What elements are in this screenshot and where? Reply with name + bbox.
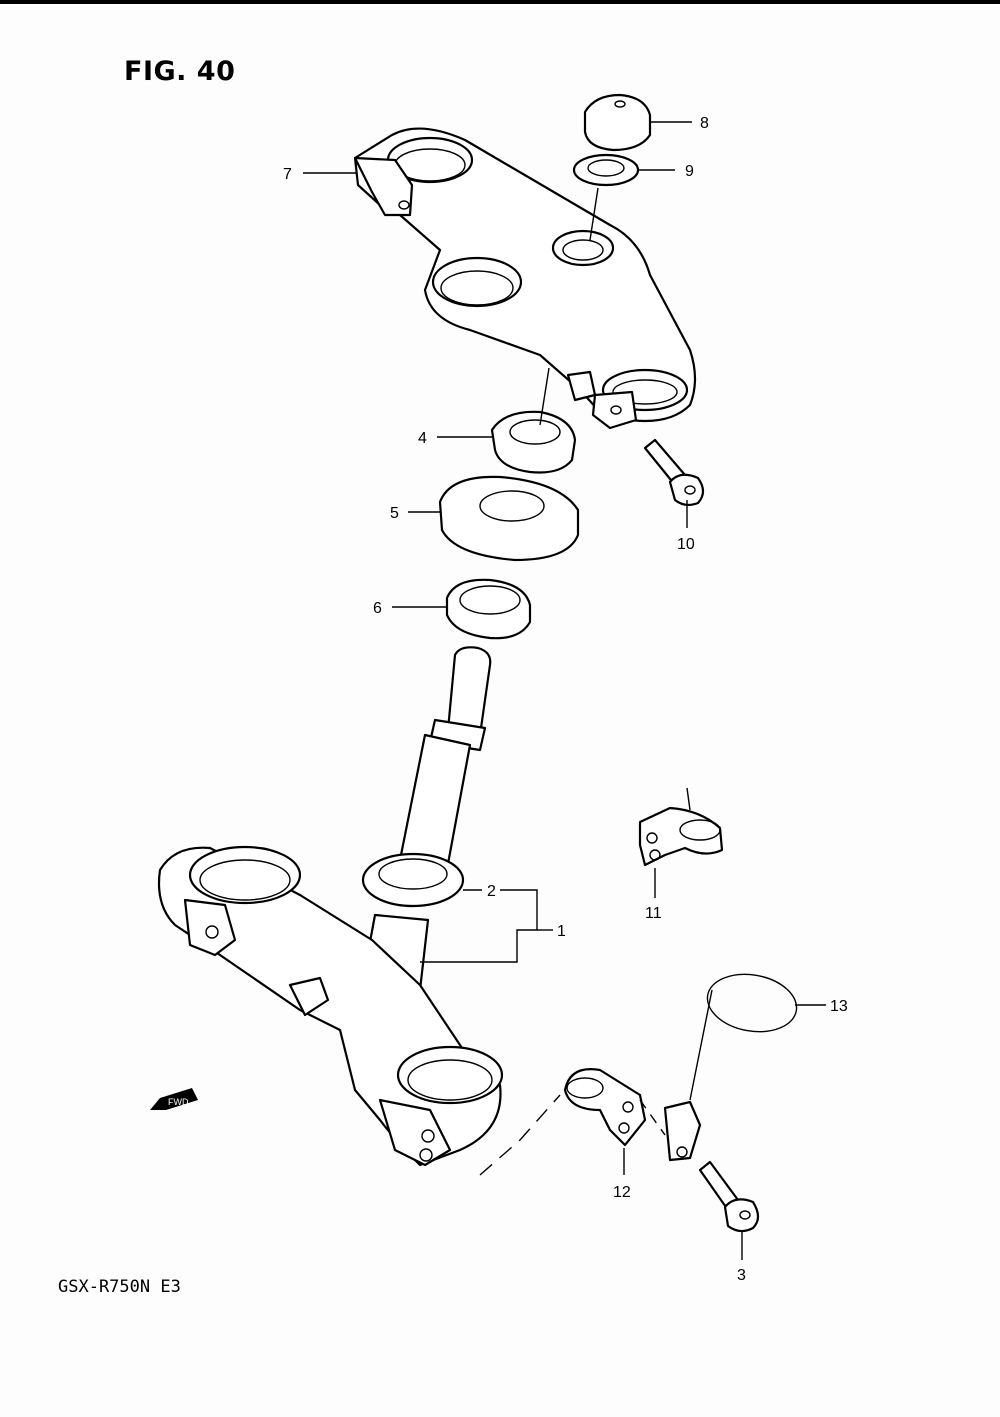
- callout-10: 10: [677, 536, 695, 553]
- figure-title: FIG. 40: [124, 56, 236, 87]
- callout-12: 12: [613, 1184, 631, 1201]
- callout-13: 13: [830, 998, 848, 1015]
- model-label: GSX-R750N E3: [58, 1277, 181, 1297]
- wire-guide-13-part: [663, 973, 798, 1162]
- cap-nut-part: [583, 93, 652, 152]
- lower-bracket-part: [157, 845, 504, 1167]
- clamp-bolt-10-part: [643, 438, 705, 507]
- top-border: [0, 0, 1000, 4]
- washer-part: [572, 153, 640, 187]
- stem-nut-part: [490, 410, 577, 474]
- fwd-label: FWD: [168, 1097, 189, 1107]
- upper-bearing-part: [445, 578, 532, 640]
- callout-11: 11: [645, 905, 662, 922]
- hose-clamp-12-part: [563, 1068, 647, 1147]
- forward-arrow-icon: FWD: [150, 1088, 198, 1110]
- callout-1: 1: [557, 923, 566, 940]
- callout-6: 6: [373, 600, 382, 617]
- dust-seal-part: [438, 475, 580, 562]
- callout-3: 3: [737, 1267, 746, 1284]
- hose-clamp-11-part: [638, 806, 724, 867]
- callout-2: 2: [487, 883, 496, 900]
- callout-5: 5: [390, 505, 399, 522]
- upper-bracket-part: [353, 127, 697, 430]
- callout-7: 7: [283, 166, 292, 183]
- callout-9: 9: [685, 163, 694, 180]
- lower-bearing-part: [361, 852, 465, 908]
- callout-8: 8: [700, 115, 709, 132]
- callout-4: 4: [418, 430, 427, 447]
- bolt-3-part: [698, 1160, 760, 1233]
